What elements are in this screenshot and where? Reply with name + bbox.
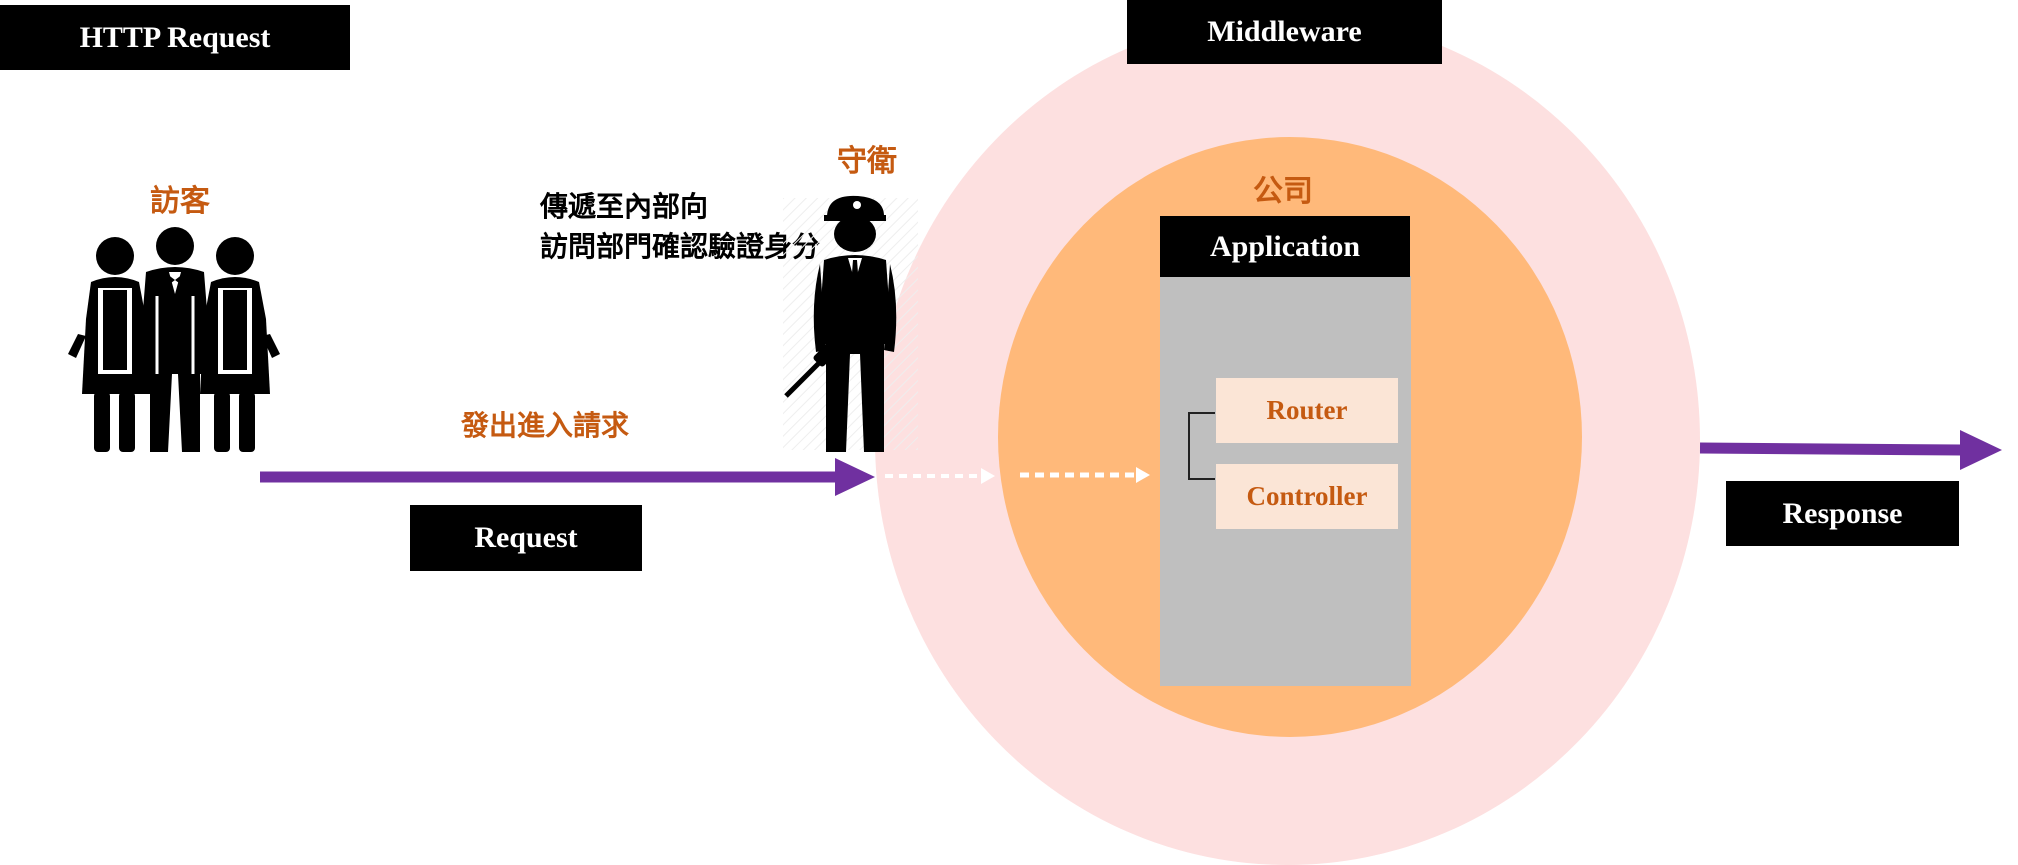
security-guard-icon	[784, 195, 897, 452]
guard-note: 傳遞至內部向 訪問部門確認驗證身分	[540, 187, 820, 267]
router-controller-bracket	[1188, 412, 1215, 480]
controller-box: Controller	[1216, 464, 1398, 529]
guard-note-line-2: 訪問部門確認驗證身分	[540, 230, 821, 263]
dotted-arrow-2	[1020, 467, 1150, 483]
request-arrow	[260, 458, 875, 496]
router-box: Router	[1216, 378, 1398, 443]
visitor-group-icon	[68, 227, 280, 452]
http-request-label: HTTP Request	[0, 5, 350, 70]
guard-note-line-1: 傳遞至內部向	[540, 190, 709, 223]
middleware-label: Middleware	[1127, 0, 1442, 64]
response-arrow	[1699, 430, 2002, 470]
send-request-text: 發出進入請求	[461, 409, 630, 442]
response-label: Response	[1726, 481, 1959, 546]
visitor-text: 訪客	[150, 184, 210, 219]
company-text: 公司	[1253, 174, 1313, 209]
dotted-arrow-1	[885, 468, 995, 484]
request-label: Request	[410, 505, 642, 571]
application-label: Application	[1160, 216, 1410, 277]
guard-text: 守衛	[837, 144, 897, 179]
